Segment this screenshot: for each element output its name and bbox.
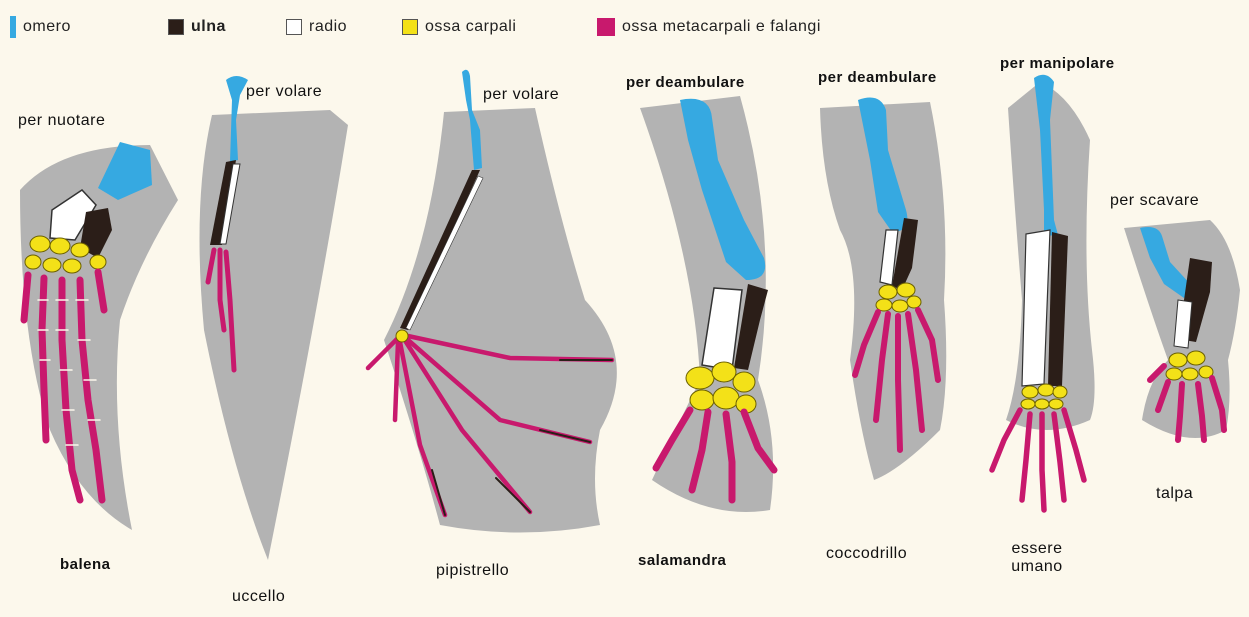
label-talpa: talpa (1156, 485, 1193, 503)
label-pipistrello: pipistrello (436, 562, 509, 580)
label-per-deambulare-crocodile: per deambulare (818, 69, 937, 86)
label-per-deambulare-salamander: per deambulare (626, 74, 745, 91)
label-umano: umano (1004, 558, 1070, 576)
label-per-volare-bird: per volare (246, 83, 322, 101)
human-limb (992, 75, 1095, 510)
bat-limb (368, 70, 617, 533)
label-balena: balena (60, 556, 111, 573)
label-uccello: uccello (232, 588, 285, 606)
whale-limb (20, 142, 178, 530)
bird-limb (200, 76, 349, 560)
label-salamandra: salamandra (638, 552, 726, 569)
label-per-scavare: per scavare (1110, 192, 1199, 210)
label-coccodrillo: coccodrillo (826, 545, 907, 563)
crocodile-limb (820, 98, 946, 480)
mole-limb (1124, 220, 1240, 440)
label-essere: essere (1004, 540, 1070, 558)
salamander-limb (640, 96, 774, 512)
label-per-nuotare: per nuotare (18, 112, 105, 130)
label-per-manipolare: per manipolare (1000, 55, 1115, 72)
label-per-volare-bat: per volare (483, 86, 559, 104)
label-essere-umano: essere umano (1004, 540, 1070, 576)
